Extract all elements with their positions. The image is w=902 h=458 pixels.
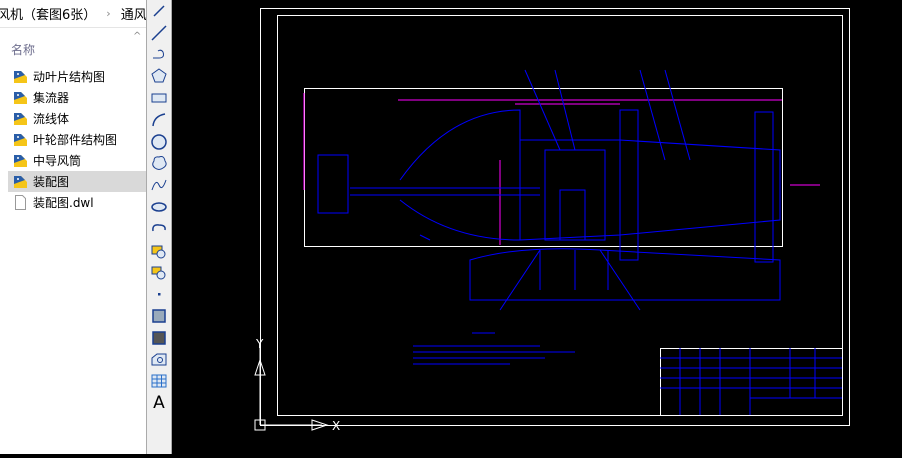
- ellipse-icon: [151, 202, 167, 212]
- draw-toolbar: A: [146, 0, 172, 454]
- file-list: 动叶片结构图集流器流线体叶轮部件结构图中导风筒装配图装配图.dwl: [0, 66, 146, 213]
- ucs-y-label: Y: [255, 337, 264, 351]
- file-item[interactable]: 集流器: [8, 87, 146, 108]
- column-header[interactable]: 名称 ^: [0, 28, 146, 66]
- arc-icon: [152, 113, 166, 126]
- construction-line-tool-button[interactable]: [147, 22, 171, 44]
- notes-text-lines: [413, 332, 575, 365]
- dwg-file-icon: [13, 90, 28, 105]
- file-name: 装配图.dwl: [33, 196, 94, 210]
- polyline-icon: [153, 50, 164, 59]
- title-block-grid: [660, 348, 842, 415]
- dwg-file-icon: [13, 69, 28, 84]
- file-name: 叶轮部件结构图: [33, 133, 118, 147]
- circle-icon: [151, 133, 167, 150]
- rectangle-icon: [151, 93, 167, 103]
- ellipse-arc-icon: [152, 223, 166, 231]
- file-icon: [13, 195, 28, 210]
- dwg-file-icon: [13, 174, 28, 189]
- rectangle-tool-button[interactable]: [147, 87, 171, 109]
- arc-tool-button[interactable]: [147, 109, 171, 131]
- breadcrumb-item[interactable]: 通风机: [120, 8, 146, 23]
- dwg-file-icon: [13, 153, 28, 168]
- breadcrumb: 风机（套图6张） › 通风机: [0, 0, 146, 28]
- dwg-file-icon: [13, 132, 28, 147]
- file-name: 流线体: [33, 112, 70, 126]
- fan-geometry: [317, 69, 781, 311]
- ellipse-arc-tool-button[interactable]: [147, 218, 171, 240]
- name-column-header[interactable]: 名称: [11, 43, 36, 57]
- file-explorer: 风机（套图6张） › 通风机 名称 ^ 动叶片结构图集流器流线体叶轮部件结构图中…: [0, 0, 146, 454]
- text-icon: A: [153, 393, 165, 414]
- file-item[interactable]: 动叶片结构图: [8, 66, 146, 87]
- spline-tool-button[interactable]: [147, 174, 171, 196]
- file-name: 动叶片结构图: [33, 70, 106, 84]
- revision-cloud-icon: [152, 156, 167, 171]
- insert-block-tool-button[interactable]: [147, 240, 171, 262]
- line-icon: [153, 5, 165, 17]
- title-block: [660, 348, 843, 416]
- ucs-x-label: X: [332, 419, 340, 433]
- dimension-lines: [303, 93, 820, 245]
- file-item[interactable]: 中导风筒: [8, 150, 146, 171]
- insert-block-icon: [151, 245, 166, 259]
- cad-drawing: Y X: [254, 8, 850, 433]
- ucs-icon: [254, 348, 329, 431]
- breadcrumb-item[interactable]: 风机（套图6张）: [0, 8, 97, 23]
- point-icon: [158, 293, 161, 296]
- file-name: 装配图: [33, 175, 70, 189]
- table-icon: [151, 374, 167, 388]
- file-item[interactable]: 装配图: [8, 171, 146, 192]
- hatch-icon: [152, 309, 166, 323]
- polygon-tool-button[interactable]: [147, 65, 171, 87]
- file-item[interactable]: 装配图.dwl: [8, 192, 146, 213]
- construction-line-icon: [151, 25, 167, 41]
- multiline-text-tool-button[interactable]: A: [147, 392, 171, 414]
- file-item[interactable]: 叶轮部件结构图: [8, 129, 146, 150]
- sheet-outer-frame: [260, 8, 850, 426]
- region-icon: [151, 353, 167, 366]
- hatch-tool-button[interactable]: [147, 305, 171, 327]
- spline-icon: [151, 180, 167, 191]
- file-name: 集流器: [33, 91, 70, 105]
- sort-up-icon: ^: [133, 31, 142, 42]
- region-tool-button[interactable]: [147, 349, 171, 371]
- dwg-file-icon: [13, 111, 28, 126]
- table-tool-button[interactable]: [147, 371, 171, 393]
- chevron-right-icon: ›: [106, 7, 111, 20]
- drawing-canvas[interactable]: Y X: [172, 0, 902, 454]
- ellipse-tool-button[interactable]: [147, 196, 171, 218]
- file-item[interactable]: 流线体: [8, 108, 146, 129]
- polygon-icon: [151, 68, 167, 83]
- sheet-inner-frame: [277, 15, 843, 416]
- make-block-icon: [151, 266, 166, 280]
- point-tool-button[interactable]: [147, 283, 171, 305]
- make-block-tool-button[interactable]: [147, 262, 171, 284]
- polyline-tool-button[interactable]: [147, 44, 171, 66]
- line-tool-button[interactable]: [147, 0, 171, 22]
- revision-cloud-tool-button[interactable]: [147, 153, 171, 175]
- gradient-icon: [152, 331, 166, 345]
- file-name: 中导风筒: [33, 154, 82, 168]
- gradient-tool-button[interactable]: [147, 327, 171, 349]
- circle-tool-button[interactable]: [147, 131, 171, 153]
